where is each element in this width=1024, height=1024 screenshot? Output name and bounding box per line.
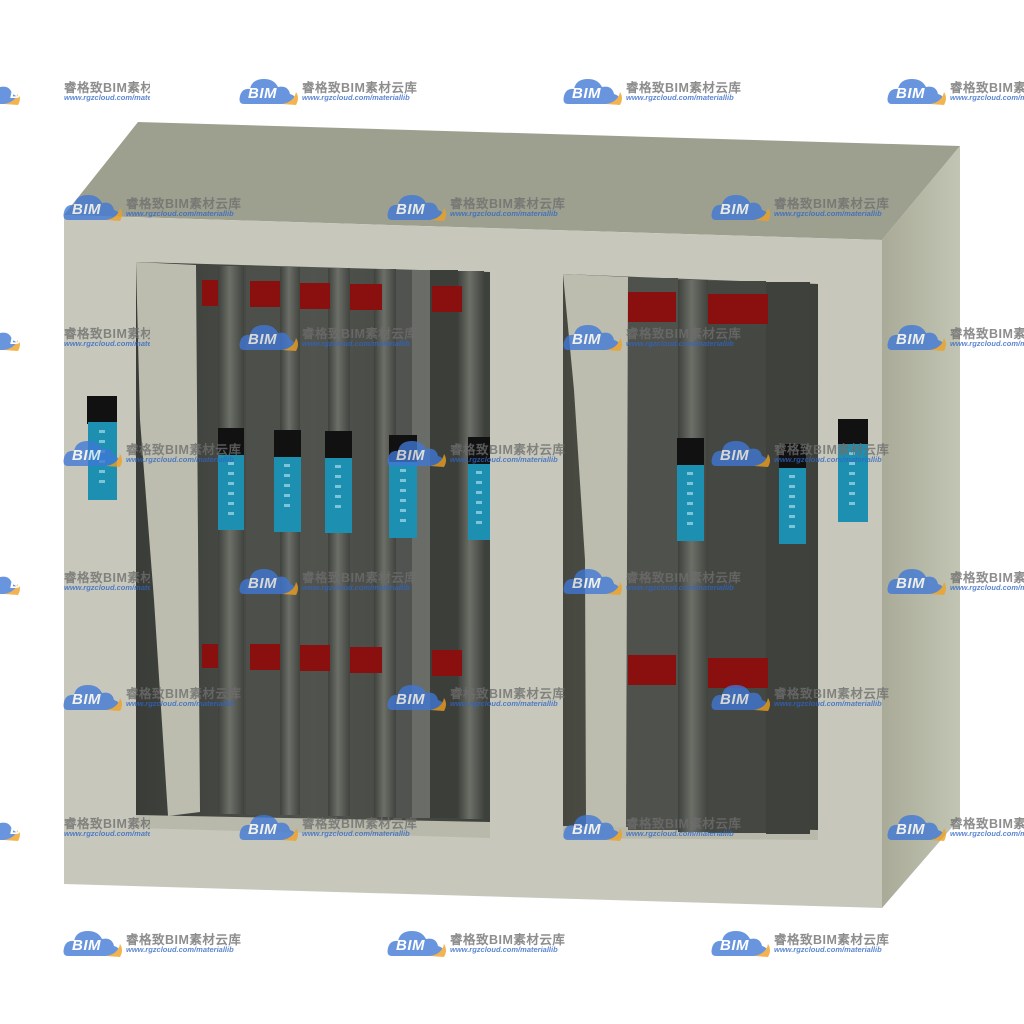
pipe-tag-4 [389, 435, 417, 538]
pipe-tag-5 [468, 437, 490, 540]
pipe-tags [87, 396, 868, 544]
right-pipes [628, 278, 810, 834]
pipe-tag-6 [677, 438, 704, 541]
door-tag-right [838, 419, 868, 522]
left-pipes [202, 266, 484, 819]
cabinet-side [882, 146, 960, 908]
pipe-tag-2 [274, 430, 301, 532]
pipe-tag-3 [325, 431, 352, 533]
door-tag-left [87, 396, 117, 500]
pipe-tag-7 [779, 444, 806, 544]
